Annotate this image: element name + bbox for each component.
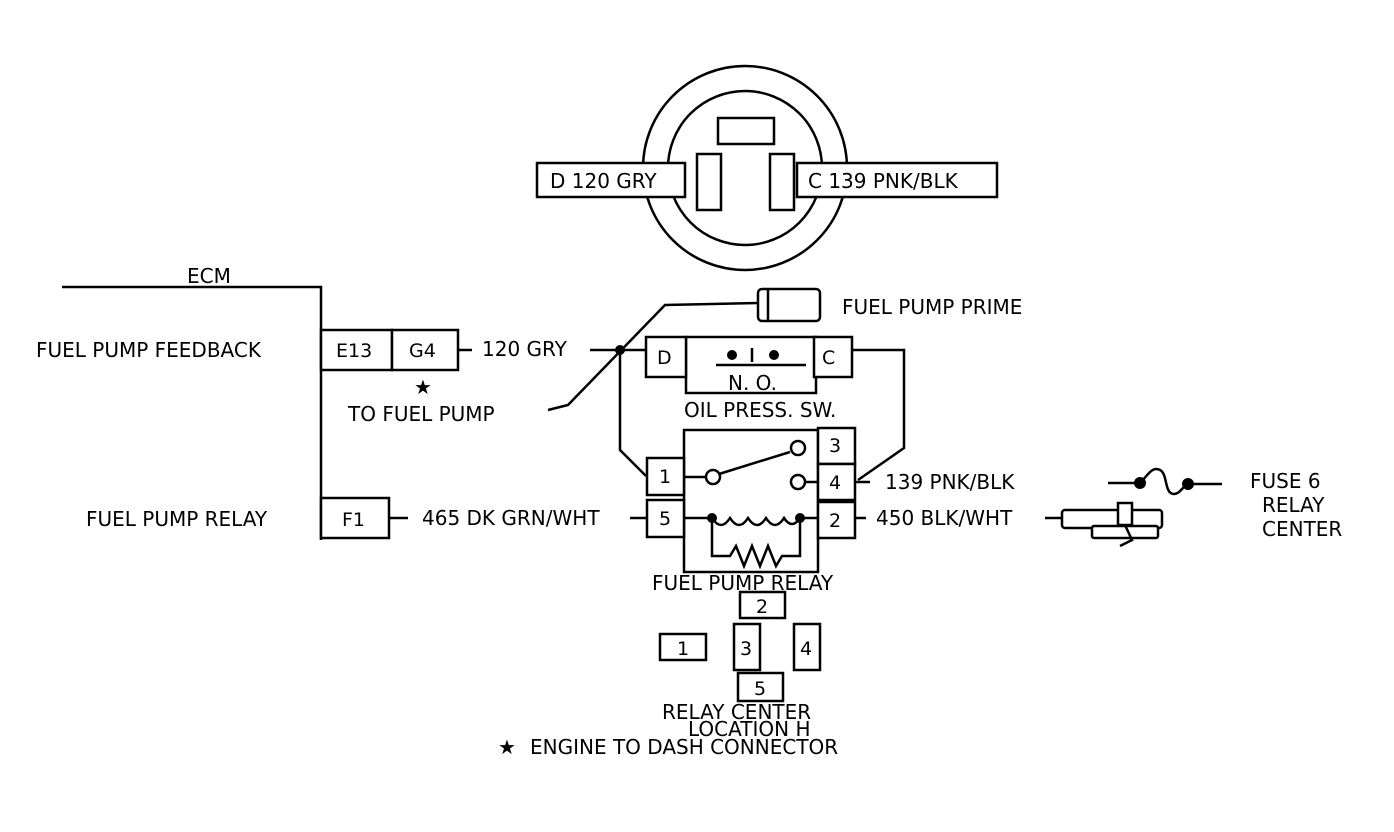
fuel-pump-prime-label: FUEL PUMP PRIME [842, 295, 1022, 319]
oil-pressure-switch-connector-view: D 120 GRY C 139 PNK/BLK [535, 64, 999, 272]
wire-switch-c-to-relay-4 [852, 348, 906, 482]
connector-label-c-box [795, 161, 999, 199]
ecm-outline [62, 285, 323, 540]
pin-f1-label: F1 [342, 509, 365, 531]
fuel-pump-feedback-label: FUEL PUMP FEEDBACK [36, 338, 262, 362]
oil-switch-pin-c: C [822, 347, 835, 369]
cavity-3-box [732, 622, 762, 672]
relay-pin-5-box [645, 498, 686, 539]
cavity-1-box [658, 632, 708, 662]
oil-switch-no-label: N. O. [728, 371, 777, 395]
oil-switch-pin-c-box [812, 335, 854, 379]
ground-terminal [1060, 501, 1164, 548]
fuel-pump-relay-ecm-label: FUEL PUMP RELAY [86, 507, 268, 531]
to-fuel-pump-label: TO FUEL PUMP [347, 402, 495, 426]
footnote-star: ★ [498, 735, 516, 759]
relay-center-layout: 2 1 3 4 5 RELAY CENTER LOCATION H [658, 590, 822, 741]
relay-switch-arm [718, 450, 791, 476]
relay-coil-resistor [710, 518, 802, 570]
connector-terminal-d [695, 152, 723, 212]
relay-pin-2-box [816, 500, 857, 540]
prime-terminal-body [756, 287, 822, 323]
oil-press-sw-label: OIL PRESS. SW. [684, 398, 836, 422]
cavity-3: 3 [740, 638, 752, 660]
wire-450-label: 450 BLK/WHT [876, 506, 1013, 530]
ground-terminal-post [1116, 501, 1134, 527]
footnote-text: ENGINE TO DASH CONNECTOR [530, 735, 838, 759]
wiring: 120 GRY 465 DK GRN/WHT 139 PNK/BLK 450 B… [389, 301, 1140, 530]
cavity-1: 1 [677, 638, 689, 660]
cavity-2-box [738, 590, 787, 620]
cavity-2: 2 [756, 596, 768, 618]
connector-star: ★ [414, 375, 432, 399]
ecm-title: ECM [187, 264, 231, 288]
relay-common-contact [704, 468, 722, 486]
relay-pin-3: 3 [829, 435, 841, 457]
oil-switch-pin-d-box [644, 335, 688, 379]
connector-label-d: D 120 GRY [550, 169, 657, 193]
relay-pin-4: 4 [829, 472, 841, 494]
relay-pin-2: 2 [829, 510, 841, 532]
relay-pin-5: 5 [659, 508, 671, 530]
wire-120-gry-label: 120 GRY [482, 337, 568, 361]
relay-no-contact [789, 473, 807, 491]
cavity-4-box [792, 622, 822, 672]
cavity-4: 4 [800, 638, 812, 660]
connector-label-c: C 139 PNK/BLK [808, 169, 959, 193]
connector-label-d-box [535, 161, 687, 199]
wire-139-label: 139 PNK/BLK [885, 470, 1015, 494]
wire-465-label: 465 DK GRN/WHT [422, 506, 600, 530]
ground-terminal-hook [1119, 524, 1134, 548]
oil-switch-contact-left [727, 350, 737, 360]
pin-g4-label: G4 [409, 340, 436, 362]
relay-pin-3-box [816, 426, 857, 466]
relay-coil-winding [710, 515, 802, 527]
relay-nc-contact [789, 439, 807, 457]
fuel-pump-prime-terminal: FUEL PUMP PRIME [756, 287, 1022, 323]
connector-terminal-c [768, 152, 796, 212]
fuse-element [1139, 467, 1189, 496]
pin-f1-box [319, 496, 391, 540]
relay-center-location-label: LOCATION H [688, 717, 810, 741]
ecm-block: ECM FUEL PUMP FEEDBACK E13 G4 ★ TO FUEL … [36, 264, 495, 540]
fuse-relay-label: RELAY [1262, 493, 1325, 517]
wire-to-fuel-pump [547, 301, 759, 412]
oil-switch-pin-d: D [657, 347, 672, 369]
oil-switch-contact-right [769, 350, 779, 360]
fuse-6-label: FUSE 6 [1250, 469, 1321, 493]
relay-center-label: RELAY CENTER [662, 700, 811, 724]
fuse-center-label: CENTER [1262, 517, 1342, 541]
fuel-pump-relay: 3 4 2 1 5 FUEL PUMP RELAY [645, 426, 857, 595]
pin-e13-label: E13 [336, 340, 372, 362]
connector-top-terminal [716, 116, 776, 146]
cavity-5: 5 [754, 678, 766, 700]
footnote: ★ ENGINE TO DASH CONNECTOR [498, 735, 838, 759]
pin-g4-box [390, 328, 460, 372]
oil-pressure-switch: D C N. O. OIL PRESS. SW. [644, 335, 854, 422]
cavity-5-box [736, 671, 785, 703]
fuse-6: FUSE 6 RELAY CENTER [1134, 467, 1342, 541]
relay-pin-1: 1 [659, 466, 671, 488]
relay-pin-4-box [816, 462, 857, 502]
wire-junction-to-relay-1 [618, 350, 647, 477]
